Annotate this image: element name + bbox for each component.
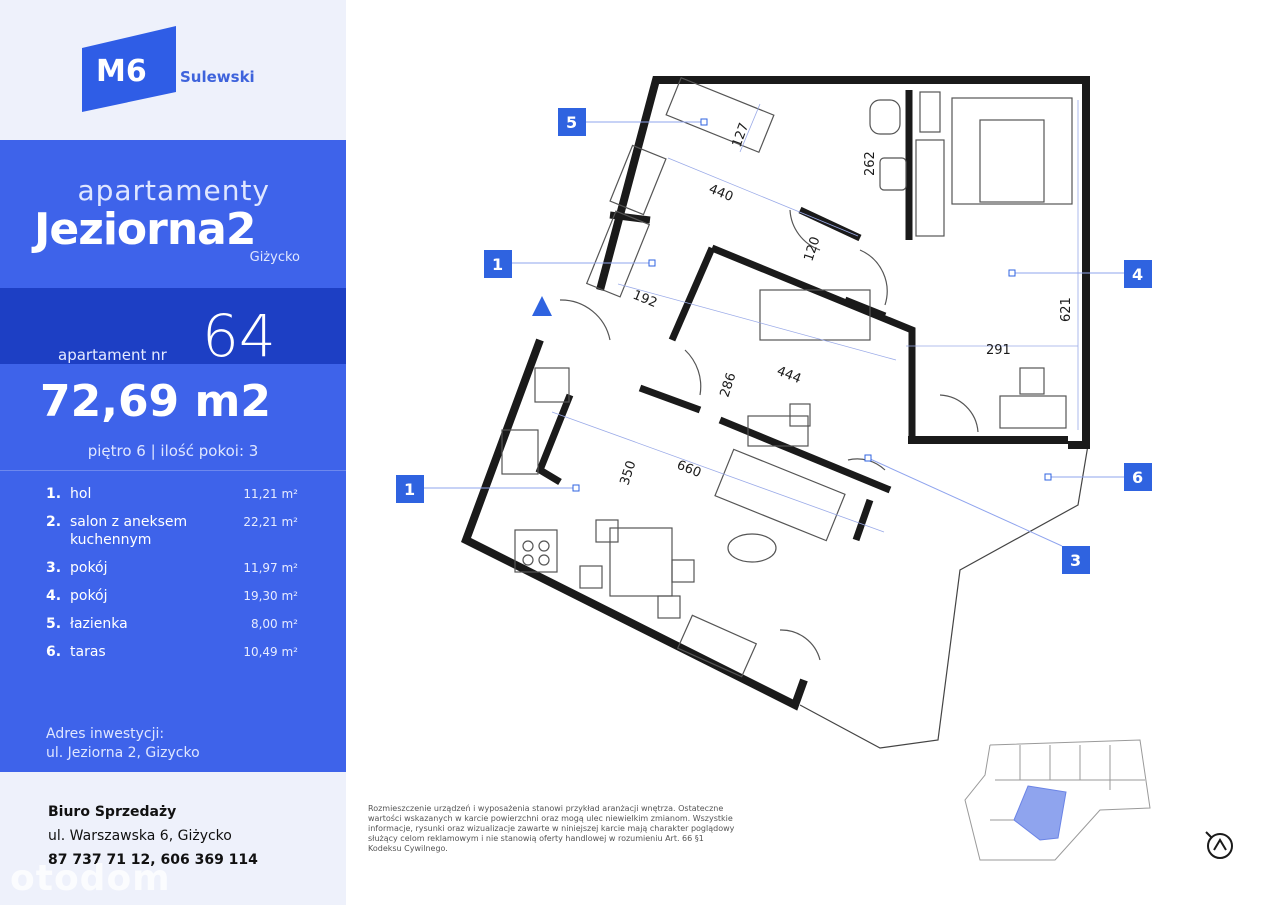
bathtub-icon (665, 76, 775, 154)
room-label: 4 (1124, 260, 1152, 288)
furniture (501, 76, 1073, 678)
dimension-label: 660 (675, 458, 704, 481)
room-label: 6 (1124, 463, 1152, 491)
kitchen-sink-icon (501, 429, 539, 475)
tv-unit-icon (676, 614, 758, 678)
svg-text:6: 6 (1132, 468, 1143, 487)
floor-plan: 127 262 440 120 192 621 291 444 286 350 … (396, 76, 1233, 861)
list-item: 3. pokój 11,97 m² (46, 559, 298, 577)
dimension-label: 440 (707, 182, 736, 205)
room-area: 8,00 m² (250, 617, 298, 631)
room-area: 22,21 m² (243, 515, 298, 529)
terrace-outline (799, 444, 1089, 749)
desk-icon (999, 395, 1067, 429)
dimension-label: 444 (775, 364, 804, 387)
list-item: 6. taras 10,49 m² (46, 643, 298, 661)
room-name: taras (70, 644, 106, 660)
bed-icon (951, 97, 1073, 205)
brand-name: Sulewski (180, 68, 255, 86)
apartment-number: 64 (202, 302, 276, 370)
room-number: 2. (46, 514, 62, 530)
sofa-bed-icon (759, 289, 871, 341)
list-item: 4. pokój 19,30 m² (46, 587, 298, 605)
disclaimer-text: Rozmieszczenie urządzeń i wyposażenia st… (368, 804, 735, 853)
room-name: pokój (70, 588, 108, 604)
exterior-walls (461, 76, 1090, 711)
list-item: 2. salon z aneksem kuchennym 22,21 m² (46, 513, 298, 549)
room-name: hol (70, 486, 92, 502)
apartment-number-band (0, 288, 346, 364)
room-name: pokój (70, 560, 108, 576)
dimension-lines (551, 100, 1079, 533)
entrance-arrow-icon (532, 296, 552, 316)
sales-phones: 87 737 71 12, 606 369 114 (48, 852, 258, 868)
apartment-area: 72,69 m2 (40, 376, 271, 427)
sales-title: Biuro Sprzedaży (48, 804, 177, 820)
room-list: 1. hol 11,21 m² 2. salon z aneksem kuche… (46, 485, 298, 671)
door-swings (559, 209, 979, 661)
apartment-highlight (1013, 785, 1067, 841)
dimension-label: 192 (631, 288, 660, 311)
room-label: 1 (484, 250, 512, 278)
dimension-label: 621 (1059, 297, 1074, 322)
dimension-label: 120 (802, 235, 824, 263)
dining-table-icon (609, 527, 673, 597)
toilet-icon (869, 99, 901, 135)
project-prefix: apartamenty (77, 174, 270, 207)
north-compass-icon (1205, 831, 1233, 859)
sales-address: ul. Warszawska 6, Giżycko (48, 828, 232, 844)
room-name: łazienka (70, 616, 128, 632)
room-number: 3. (46, 560, 62, 576)
label-anchors (572, 118, 1052, 492)
investment-address: Adres inwestycji: ul. Jeziorna 2, Gizyck… (46, 725, 200, 763)
dimension-label: 291 (986, 343, 1011, 358)
room-labels: 5 1 4 1 6 3 (396, 108, 1152, 574)
room-area: 11,21 m² (243, 487, 298, 501)
dimension-label: 127 (730, 121, 753, 149)
svg-text:4: 4 (1132, 265, 1143, 284)
project-title: Jeziorna2 (34, 204, 256, 255)
dimension-label: 286 (718, 371, 740, 399)
apartment-label: apartament nr (58, 346, 167, 364)
watermark: otodom (10, 858, 171, 899)
dimension-label: 350 (618, 459, 640, 487)
room-label: 1 (396, 475, 424, 503)
room-number: 6. (46, 644, 62, 660)
logo-text: M6 (96, 54, 147, 89)
room-label: 5 (558, 108, 586, 136)
sofa-icon (714, 448, 846, 542)
address-value: ul. Jeziorna 2, Gizycko (46, 745, 200, 761)
dimension-label: 262 (863, 151, 878, 176)
divider (0, 470, 346, 471)
svg-text:1: 1 (404, 480, 415, 499)
room-area: 10,49 m² (243, 645, 298, 659)
apartment-card (0, 140, 346, 772)
floor-info: piętro 6 | ilość pokoi: 3 (87, 442, 259, 460)
wardrobe-icon (609, 144, 667, 216)
room-name: salon z aneksem kuchennym (70, 514, 188, 548)
list-item: 1. hol 11,21 m² (46, 485, 298, 503)
office-desk-icon (747, 415, 809, 447)
svg-text:3: 3 (1070, 551, 1081, 570)
sink-icon (879, 157, 907, 191)
m6-logo-icon (82, 26, 176, 112)
svg-text:5: 5 (566, 113, 577, 132)
room-area: 11,97 m² (243, 561, 298, 575)
list-item: 5. łazienka 8,00 m² (46, 615, 298, 633)
address-label: Adres inwestycji: (46, 726, 165, 742)
room-number: 4. (46, 588, 62, 604)
svg-text:1: 1 (492, 255, 503, 274)
project-city: Giżycko (249, 250, 300, 265)
room-label: 3 (1062, 546, 1090, 574)
coffee-table-icon (727, 533, 777, 563)
stove-icon (514, 529, 558, 573)
sales-office: Biuro Sprzedaży ul. Warszawska 6, Giżyck… (48, 800, 258, 872)
building-key-plan (964, 739, 1151, 861)
room-number: 5. (46, 616, 62, 632)
room-area: 19,30 m² (243, 589, 298, 603)
room-number: 1. (46, 486, 62, 502)
label-leaders (424, 121, 1124, 547)
interior-walls (535, 90, 916, 542)
